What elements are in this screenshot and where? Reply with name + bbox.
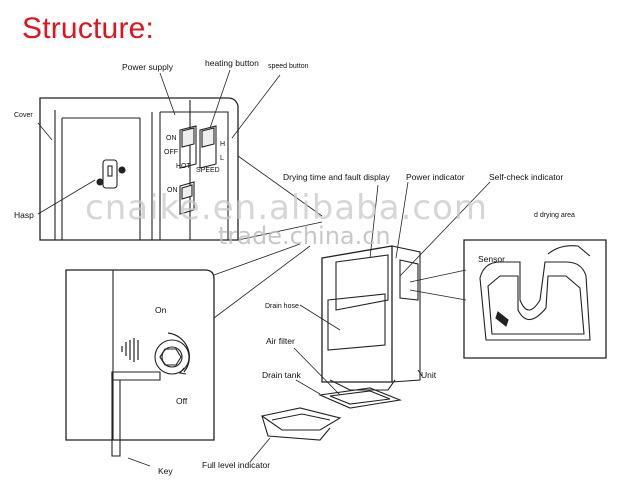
switch-on-label: ON	[166, 135, 177, 142]
diagram-title: Structure:	[22, 12, 155, 45]
hasp-latch-shape	[96, 159, 126, 189]
label-self-check: Self-check indicator	[489, 172, 564, 182]
rocker-switches	[179, 125, 217, 215]
switch-on-label-2: ON	[167, 187, 178, 194]
switch-h-label: H	[220, 141, 225, 148]
label-power-indicator: Power indicator	[406, 172, 465, 182]
label-drain-hose: Drain hose	[265, 303, 299, 310]
label-on: On	[155, 305, 167, 315]
air-filter-shape	[317, 387, 403, 409]
label-drying-time: Drying time and fault display	[283, 172, 390, 182]
sensor-detail	[463, 239, 607, 359]
label-speed-button: speed button	[268, 63, 309, 70]
label-hand-drying-area: d drying area	[534, 212, 575, 219]
label-key: Key	[158, 466, 173, 476]
label-power-supply: Power supply	[122, 62, 174, 72]
switch-hot-label: HOT	[176, 163, 192, 170]
key-lock-detail	[65, 269, 215, 457]
drain-tank-shape	[260, 407, 342, 441]
switch-speed-label: SPEED	[196, 167, 220, 174]
label-cover: Cover	[14, 112, 33, 119]
switch-l-label: L	[220, 155, 224, 162]
label-unit: Unit	[421, 370, 437, 380]
label-drain-tank: Drain tank	[262, 370, 301, 380]
hand-dryer-unit	[321, 245, 421, 391]
label-air-filter: Air filter	[266, 336, 295, 346]
label-heating-button: heating button	[205, 58, 259, 68]
control-panel-illustration	[39, 97, 239, 241]
label-full-level: Full level indicator	[202, 460, 271, 470]
label-off: Off	[176, 396, 188, 406]
switch-off-label: OFF	[164, 149, 178, 156]
label-hasp: Hasp	[14, 210, 34, 220]
label-sensor: Sensor	[478, 254, 505, 264]
